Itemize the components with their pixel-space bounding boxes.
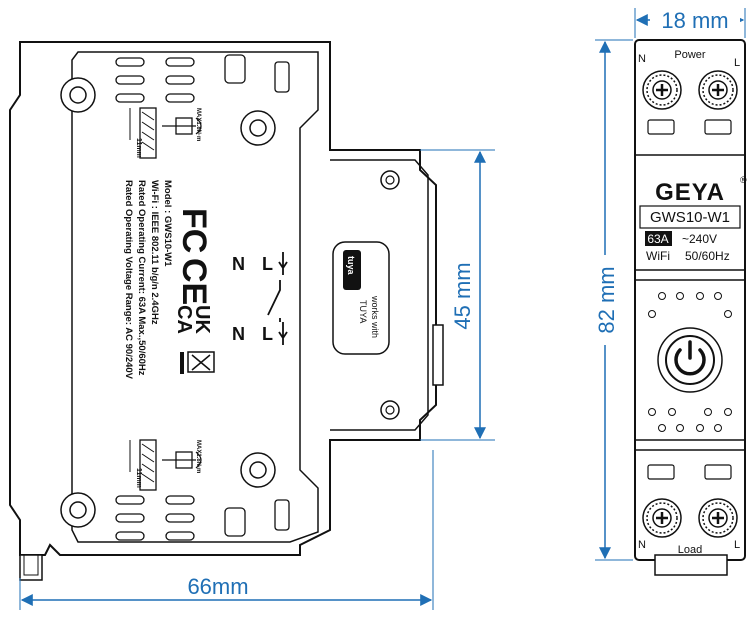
dimension-66mm: 66mm <box>19 450 434 610</box>
mounting-hole-bottom-left <box>60 492 96 528</box>
strip-length-label-top: 11mm <box>135 138 142 158</box>
dim-width-front: 18 mm <box>661 8 728 33</box>
power-button-icon[interactable] <box>657 327 723 393</box>
dim-mounting-height: 45 mm <box>450 262 475 329</box>
registered-mark: ® <box>740 175 747 185</box>
indicator-dots-top <box>648 292 732 318</box>
torque-label-top: MAX1.8N·m <box>195 108 201 141</box>
indicator-dots-bottom <box>648 408 732 432</box>
terminal-l-top: L <box>262 254 273 274</box>
side-view: 11mm MAX1.8N·m 11mm MAX1.8N·m Model : GW… <box>9 41 444 581</box>
front-n-bottom: N <box>638 539 646 551</box>
fc-mark: FC <box>175 208 213 253</box>
terminal-n-top: N <box>232 254 245 274</box>
wiring-schematic: N L N L <box>232 252 288 345</box>
tuya-works-with-text: works with <box>370 295 380 338</box>
load-terminal-n-screw-icon <box>641 497 683 539</box>
dimension-18mm: 18 mm <box>634 6 746 38</box>
mounting-hole-top-right <box>240 110 276 146</box>
terminal-n-bottom: N <box>232 324 245 344</box>
strip-length-label-bottom: 11mm <box>135 468 142 488</box>
power-terminal-l-screw-icon <box>697 69 739 111</box>
ukca-mark-bottom: CA <box>173 305 195 334</box>
front-n-top: N <box>638 53 646 65</box>
front-view: Power N L GEYA ® GWS10-W1 63A ~240V WiFi… <box>634 39 747 576</box>
front-l-bottom: L <box>734 539 740 551</box>
ce-mark: CE <box>175 258 213 305</box>
mounting-hole-top-left <box>60 77 96 113</box>
mounting-hole-bottom-right <box>240 452 276 488</box>
weee-bin-icon <box>180 351 215 374</box>
wire-strip-diagram-top: 11mm MAX1.8N·m <box>129 107 202 159</box>
ukca-mark-top: UK <box>191 305 213 334</box>
power-terminal-n-screw-icon <box>641 69 683 111</box>
wifi-text: WiFi <box>646 249 670 263</box>
rated-current-text: Rated Operating Current: 63A Max.,50/60H… <box>136 180 147 376</box>
vent-slots-bottom <box>115 495 290 541</box>
torque-label-bottom: MAX1.8N·m <box>195 440 201 473</box>
front-model: GWS10-W1 <box>650 209 730 226</box>
dimension-45mm: 45 mm <box>420 149 495 441</box>
din-clip <box>19 554 43 581</box>
tuya-name-text: TUYA <box>358 300 368 323</box>
power-label: Power <box>674 49 706 61</box>
dim-height-front: 82 mm <box>594 266 619 333</box>
wifi-spec-text: Wi-Fi : IEEE 802.11 b/g/n 2.4GHz <box>149 180 160 325</box>
certification-marks: FC CE UK CA <box>173 208 215 374</box>
frequency-text: 50/60Hz <box>685 249 730 263</box>
rated-voltage-text: Rated Operating Voltage Range: AC 90/240… <box>123 180 134 380</box>
side-housing-outline <box>9 41 437 556</box>
dim-width-side: 66mm <box>187 574 248 599</box>
dimension-82mm: 82 mm <box>593 39 633 561</box>
front-housing <box>634 39 746 561</box>
brand-logo: GEYA <box>655 179 725 206</box>
terminal-l-bottom: L <box>262 324 273 344</box>
vent-slots-top <box>115 54 290 103</box>
load-label: Load <box>678 544 702 556</box>
front-l-top: L <box>734 57 740 69</box>
tuya-badge: tuya works with TUYA <box>332 241 390 355</box>
wire-strip-diagram-bottom: 11mm MAX1.8N·m <box>129 439 202 491</box>
rating-badge: 63A <box>647 232 668 246</box>
model-text: Model : GWS10-W1 <box>162 180 173 267</box>
load-terminal-l-screw-icon <box>697 497 739 539</box>
side-inner-outline <box>71 51 319 543</box>
tuya-logo-text: tuya <box>346 256 356 276</box>
voltage-text: ~240V <box>682 232 717 246</box>
